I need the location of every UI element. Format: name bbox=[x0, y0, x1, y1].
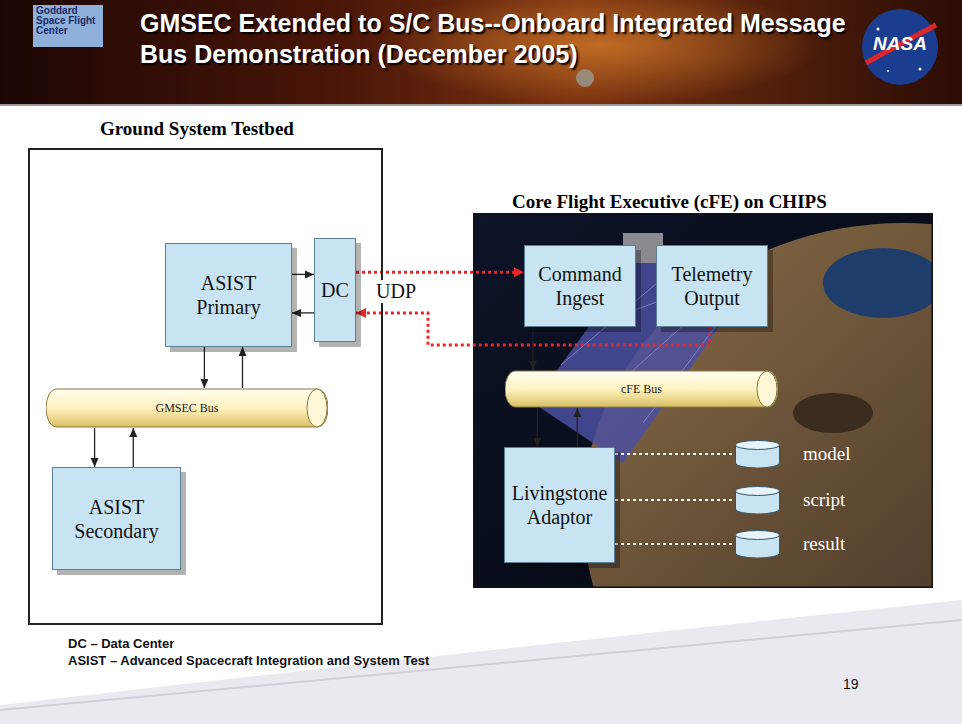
page-number: 19 bbox=[843, 676, 859, 692]
store-top bbox=[736, 531, 780, 540]
node-label: Telemetry Output bbox=[661, 262, 763, 310]
node-label: ASIST Primary bbox=[170, 271, 287, 319]
node-label: result bbox=[803, 533, 845, 555]
footnote: DC – Data Center bbox=[68, 636, 174, 651]
bus-end bbox=[307, 389, 327, 427]
group-region: Ground System TestbedASIST Primary DC GMSE… bbox=[28, 115, 383, 625]
node-label: model bbox=[803, 443, 851, 465]
node-label: DC bbox=[319, 278, 351, 302]
process-box: ASIST Secondary bbox=[52, 467, 181, 570]
node-label: GMSEC Bus bbox=[46, 401, 328, 416]
node-label: Livingstone Adaptor bbox=[509, 481, 610, 529]
connector bbox=[133, 428, 134, 467]
bus-end bbox=[757, 371, 777, 407]
bus-body bbox=[46, 389, 328, 427]
store-cylinder bbox=[735, 486, 781, 514]
connector bbox=[537, 408, 538, 447]
store-cylinder bbox=[735, 530, 781, 558]
node-label: cFE Bus bbox=[505, 382, 778, 397]
process-box: Telemetry Output bbox=[656, 245, 768, 327]
connector bbox=[615, 453, 735, 455]
store-top bbox=[736, 487, 780, 496]
connector bbox=[204, 347, 205, 388]
node-label: ASIST Secondary bbox=[57, 495, 176, 543]
data-store: result bbox=[735, 530, 870, 558]
footnote: ASIST – Advanced Spacecraft Integration … bbox=[68, 653, 429, 668]
connector bbox=[577, 408, 578, 447]
connector bbox=[532, 327, 533, 370]
group-heading: Core Flight Executive (cFE) on CHIPS bbox=[512, 191, 933, 213]
connector bbox=[242, 347, 243, 388]
message-bus: cFE Bus bbox=[505, 370, 778, 408]
store-top bbox=[736, 441, 780, 450]
connector bbox=[292, 274, 314, 275]
connector bbox=[292, 312, 314, 313]
store-cylinder bbox=[735, 440, 781, 468]
message-bus: GMSEC Bus bbox=[46, 388, 328, 428]
group-region: Core Flight Executive (cFE) on CHIPS Comm… bbox=[473, 188, 933, 588]
process-box: DC bbox=[314, 238, 356, 342]
group-heading: Ground System Testbed bbox=[100, 118, 383, 140]
data-store: script bbox=[735, 486, 870, 514]
connector-label: UDP bbox=[374, 280, 418, 303]
process-box: Livingstone Adaptor bbox=[504, 447, 615, 563]
connector bbox=[94, 428, 95, 467]
process-box: Command Ingest bbox=[524, 245, 636, 327]
slide-title: GMSEC Extended to S/C Bus--Onboard Integ… bbox=[140, 8, 885, 71]
process-box: ASIST Primary bbox=[165, 243, 292, 347]
bus-body bbox=[505, 371, 778, 407]
logo-text: NASA bbox=[862, 33, 938, 55]
node-label: Command Ingest bbox=[529, 262, 631, 310]
connector bbox=[615, 543, 735, 545]
logo-text: Goddard Space Flight Center bbox=[33, 5, 103, 47]
node-label: script bbox=[803, 489, 845, 511]
connector bbox=[615, 499, 735, 501]
data-store: model bbox=[735, 440, 870, 468]
